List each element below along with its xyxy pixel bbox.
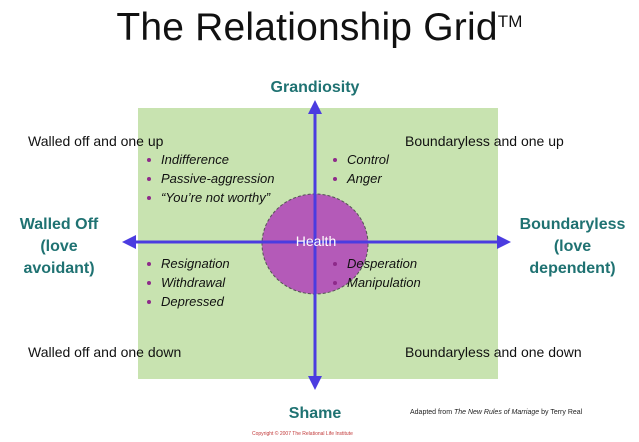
list-item: Anger — [333, 169, 389, 188]
book-title: The New Rules of Marriage — [453, 409, 540, 416]
list-item: Desperation — [333, 254, 421, 273]
diagram-title: The Relationship GridTM — [0, 6, 639, 50]
axis-label-bottom: Shame — [288, 405, 342, 422]
quadrant-list-bottom-left: Resignation Withdrawal Depressed — [147, 254, 230, 311]
axis-label-top: Grandiosity — [270, 79, 360, 96]
axis-label-left: Walled Off (love avoidant) — [0, 214, 118, 280]
quadrant-list-bottom-right: Desperation Manipulation — [333, 254, 421, 292]
bullet-icon — [147, 158, 151, 162]
left-arrow-icon — [122, 235, 136, 249]
list-item: Depressed — [147, 292, 230, 311]
corner-label-bottom-right: Boundaryless and one down — [405, 344, 582, 360]
axis-label-right-line-3: dependent) — [529, 260, 616, 277]
quadrant-list-top-right: Control Anger — [333, 150, 389, 188]
bullet-icon — [333, 177, 337, 181]
axis-label-right-line-1: Boundaryless — [519, 216, 626, 233]
down-arrow-icon — [308, 376, 322, 390]
quadrant-list-top-left: Indifference Passive-aggression “You’re … — [147, 150, 274, 207]
bullet-icon — [147, 281, 151, 285]
list-item: Resignation — [147, 254, 230, 273]
list-item: Manipulation — [333, 273, 421, 292]
axis-label-left-line-1: Walled Off — [19, 216, 99, 233]
copyright-notice: Copyright © 2007 The Relational Life Ins… — [252, 431, 353, 437]
bullet-icon — [333, 262, 337, 266]
health-label: Health — [295, 233, 337, 249]
corner-label-bottom-left: Walled off and one down — [28, 344, 182, 360]
list-item: Withdrawal — [147, 273, 230, 292]
up-arrow-icon — [308, 100, 322, 114]
source-credit: Adapted from The New Rules of Marriage b… — [410, 409, 583, 416]
trademark-mark: TM — [497, 12, 523, 31]
title-text: The Relationship Grid — [116, 6, 498, 49]
axis-label-left-line-3: avoidant) — [23, 260, 95, 277]
bullet-icon — [333, 158, 337, 162]
axis-label-right-line-2: (love — [553, 238, 592, 255]
list-item: Control — [333, 150, 389, 169]
bullet-icon — [147, 196, 151, 200]
axis-label-left-line-2: (love — [40, 238, 78, 255]
right-arrow-icon — [497, 235, 511, 249]
bullet-icon — [147, 300, 151, 304]
bullet-icon — [333, 281, 337, 285]
corner-label-top-right: Boundaryless and one up — [405, 133, 564, 149]
list-item: Indifference — [147, 150, 274, 169]
bullet-icon — [147, 262, 151, 266]
bullet-icon — [147, 177, 151, 181]
list-item: Passive-aggression — [147, 169, 274, 188]
list-item: “You’re not worthy” — [147, 188, 274, 207]
axis-label-right: Boundaryless (love dependent) — [510, 214, 635, 280]
corner-label-top-left: Walled off and one up — [28, 133, 164, 149]
